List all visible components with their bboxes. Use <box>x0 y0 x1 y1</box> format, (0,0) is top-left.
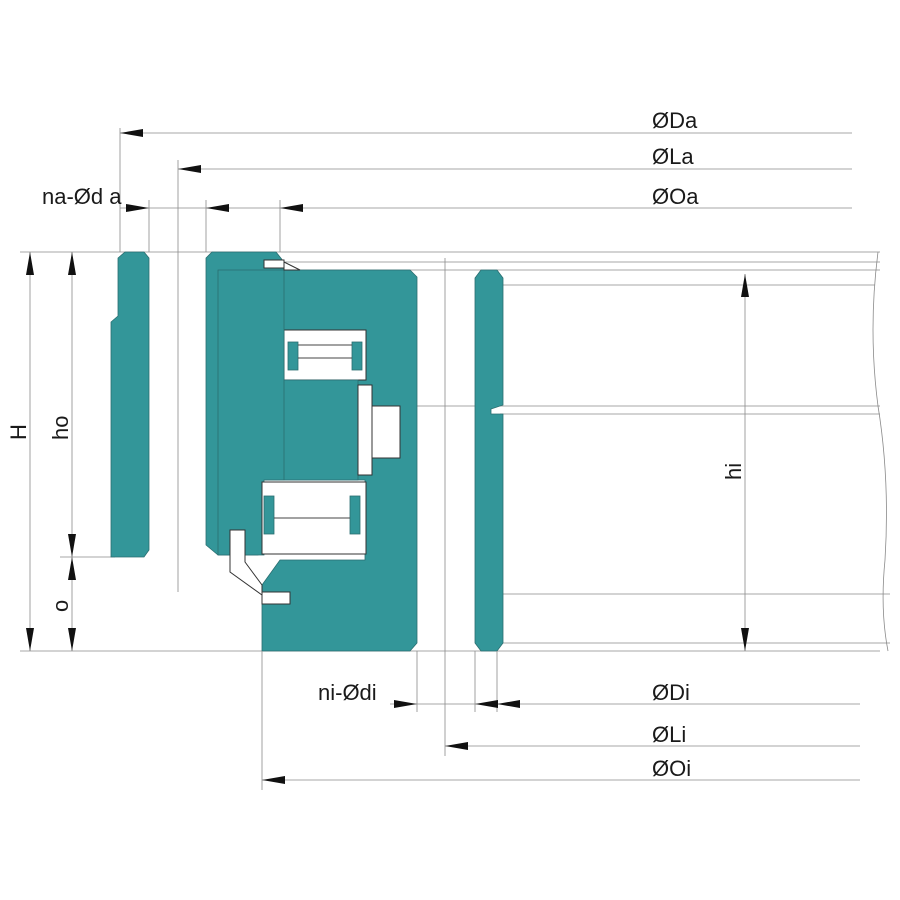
arrow-Oa <box>280 204 303 212</box>
lower-seal <box>229 529 263 596</box>
label-Li: ØLi <box>652 722 686 747</box>
upper-roller-right <box>351 341 363 371</box>
label-ni-di: ni-Ødi <box>318 680 377 705</box>
arrow-hole-i-left <box>394 700 417 708</box>
lower-roller-right <box>349 495 361 535</box>
arrow-La <box>178 165 201 173</box>
arrow-o-top <box>68 557 76 580</box>
label-Di: ØDi <box>652 680 690 705</box>
arrow-ho-top <box>68 252 76 275</box>
arrow-hole-right <box>206 204 229 212</box>
label-H: H <box>6 424 31 440</box>
label-na-da: na-Ød a <box>42 184 122 209</box>
label-La: ØLa <box>652 144 694 169</box>
arrow-Di <box>497 700 520 708</box>
label-hi: hi <box>721 463 746 480</box>
radial-roller <box>369 405 401 459</box>
reference-lines <box>20 251 890 652</box>
inner-ring-right-section <box>474 269 504 652</box>
bottom-dimension-lines <box>261 258 860 790</box>
arrow-ho-bottom <box>68 534 76 557</box>
label-o: o <box>48 600 73 612</box>
lower-seal-tab <box>261 591 291 605</box>
label-Oi: ØOi <box>652 756 691 781</box>
arrow-hi-top <box>741 274 749 297</box>
arrow-hole-left <box>126 204 149 212</box>
break-line <box>872 251 889 652</box>
radial-roller-cage <box>357 384 373 476</box>
label-Da: ØDa <box>652 108 698 133</box>
arrow-hi-bottom <box>741 628 749 651</box>
arrow-o-bottom <box>68 628 76 651</box>
top-dimension-lines <box>119 128 852 592</box>
upper-seal-tab <box>263 259 285 269</box>
arrow-Oi <box>262 776 285 784</box>
arrow-H-top <box>26 252 34 275</box>
arrow-Li <box>445 742 468 750</box>
upper-roller-left <box>287 341 299 371</box>
label-ho: ho <box>48 416 73 440</box>
upper-seal-lip <box>283 261 301 271</box>
bearing-section <box>110 251 504 652</box>
arrow-Da <box>120 129 143 137</box>
label-Oa: ØOa <box>652 184 699 209</box>
arrow-hole-i-right <box>475 700 498 708</box>
arrow-H-bottom <box>26 628 34 651</box>
lower-roller-left <box>263 495 275 535</box>
outer-ring-left-section <box>110 251 150 558</box>
left-dimensions <box>26 252 76 651</box>
hi-dimension <box>741 274 749 651</box>
